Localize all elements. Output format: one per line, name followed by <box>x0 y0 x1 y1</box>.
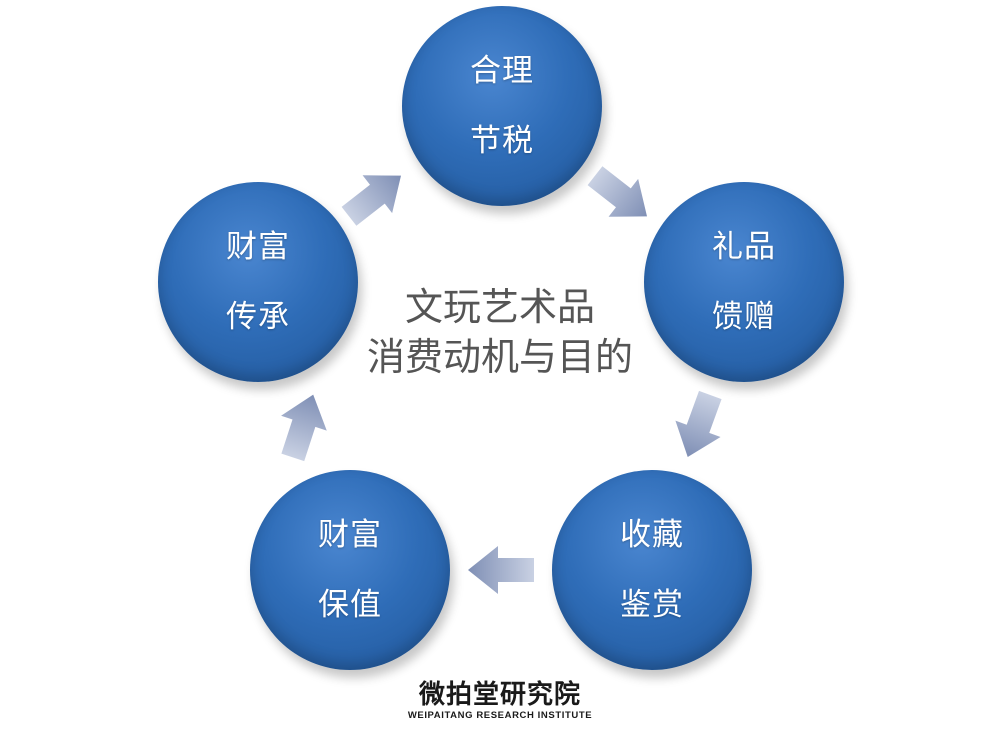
node-label-line1: 财富 <box>318 517 382 553</box>
node-collection-appreciation: 收藏 鉴赏 <box>552 470 752 670</box>
node-label-line2: 保值 <box>318 587 382 623</box>
center-title: 文玩艺术品 消费动机与目的 <box>350 282 650 382</box>
arrow-tax-to-gift-icon <box>587 166 654 220</box>
node-label-line1: 合理 <box>470 53 534 89</box>
arrow-preserve-to-inherit-icon <box>270 394 336 462</box>
arrow-collect-to-preserve-icon <box>468 546 534 594</box>
center-title-line1: 文玩艺术品 <box>404 285 595 329</box>
node-label-line1: 收藏 <box>620 517 684 553</box>
node-label-line2: 传承 <box>226 299 290 335</box>
arrow-gift-to-collect-icon <box>666 390 732 458</box>
node-label-line1: 财富 <box>226 229 290 265</box>
logo-english-name: WEIPAITANG RESEARCH INSTITUTE <box>407 710 593 721</box>
node-label-line1: 礼品 <box>712 229 776 265</box>
logo-chinese-name: 微拍堂研究院 <box>418 680 581 710</box>
node-label-line2: 鉴赏 <box>620 587 684 623</box>
arrow-inherit-to-tax-icon <box>341 172 408 226</box>
center-title-line2: 消费动机与目的 <box>366 335 633 379</box>
node-label-line2: 馈赠 <box>712 299 776 335</box>
node-wealth-inheritance: 财富 传承 <box>158 182 358 382</box>
institute-logo: 微拍堂研究院 WEIPAITANG RESEARCH INSTITUTE <box>395 680 605 722</box>
node-gift-giving: 礼品 馈赠 <box>644 182 844 382</box>
node-wealth-preservation: 财富 保值 <box>250 470 450 670</box>
node-label-line2: 节税 <box>470 123 534 159</box>
node-reasonable-tax-saving: 合理 节税 <box>402 6 602 206</box>
